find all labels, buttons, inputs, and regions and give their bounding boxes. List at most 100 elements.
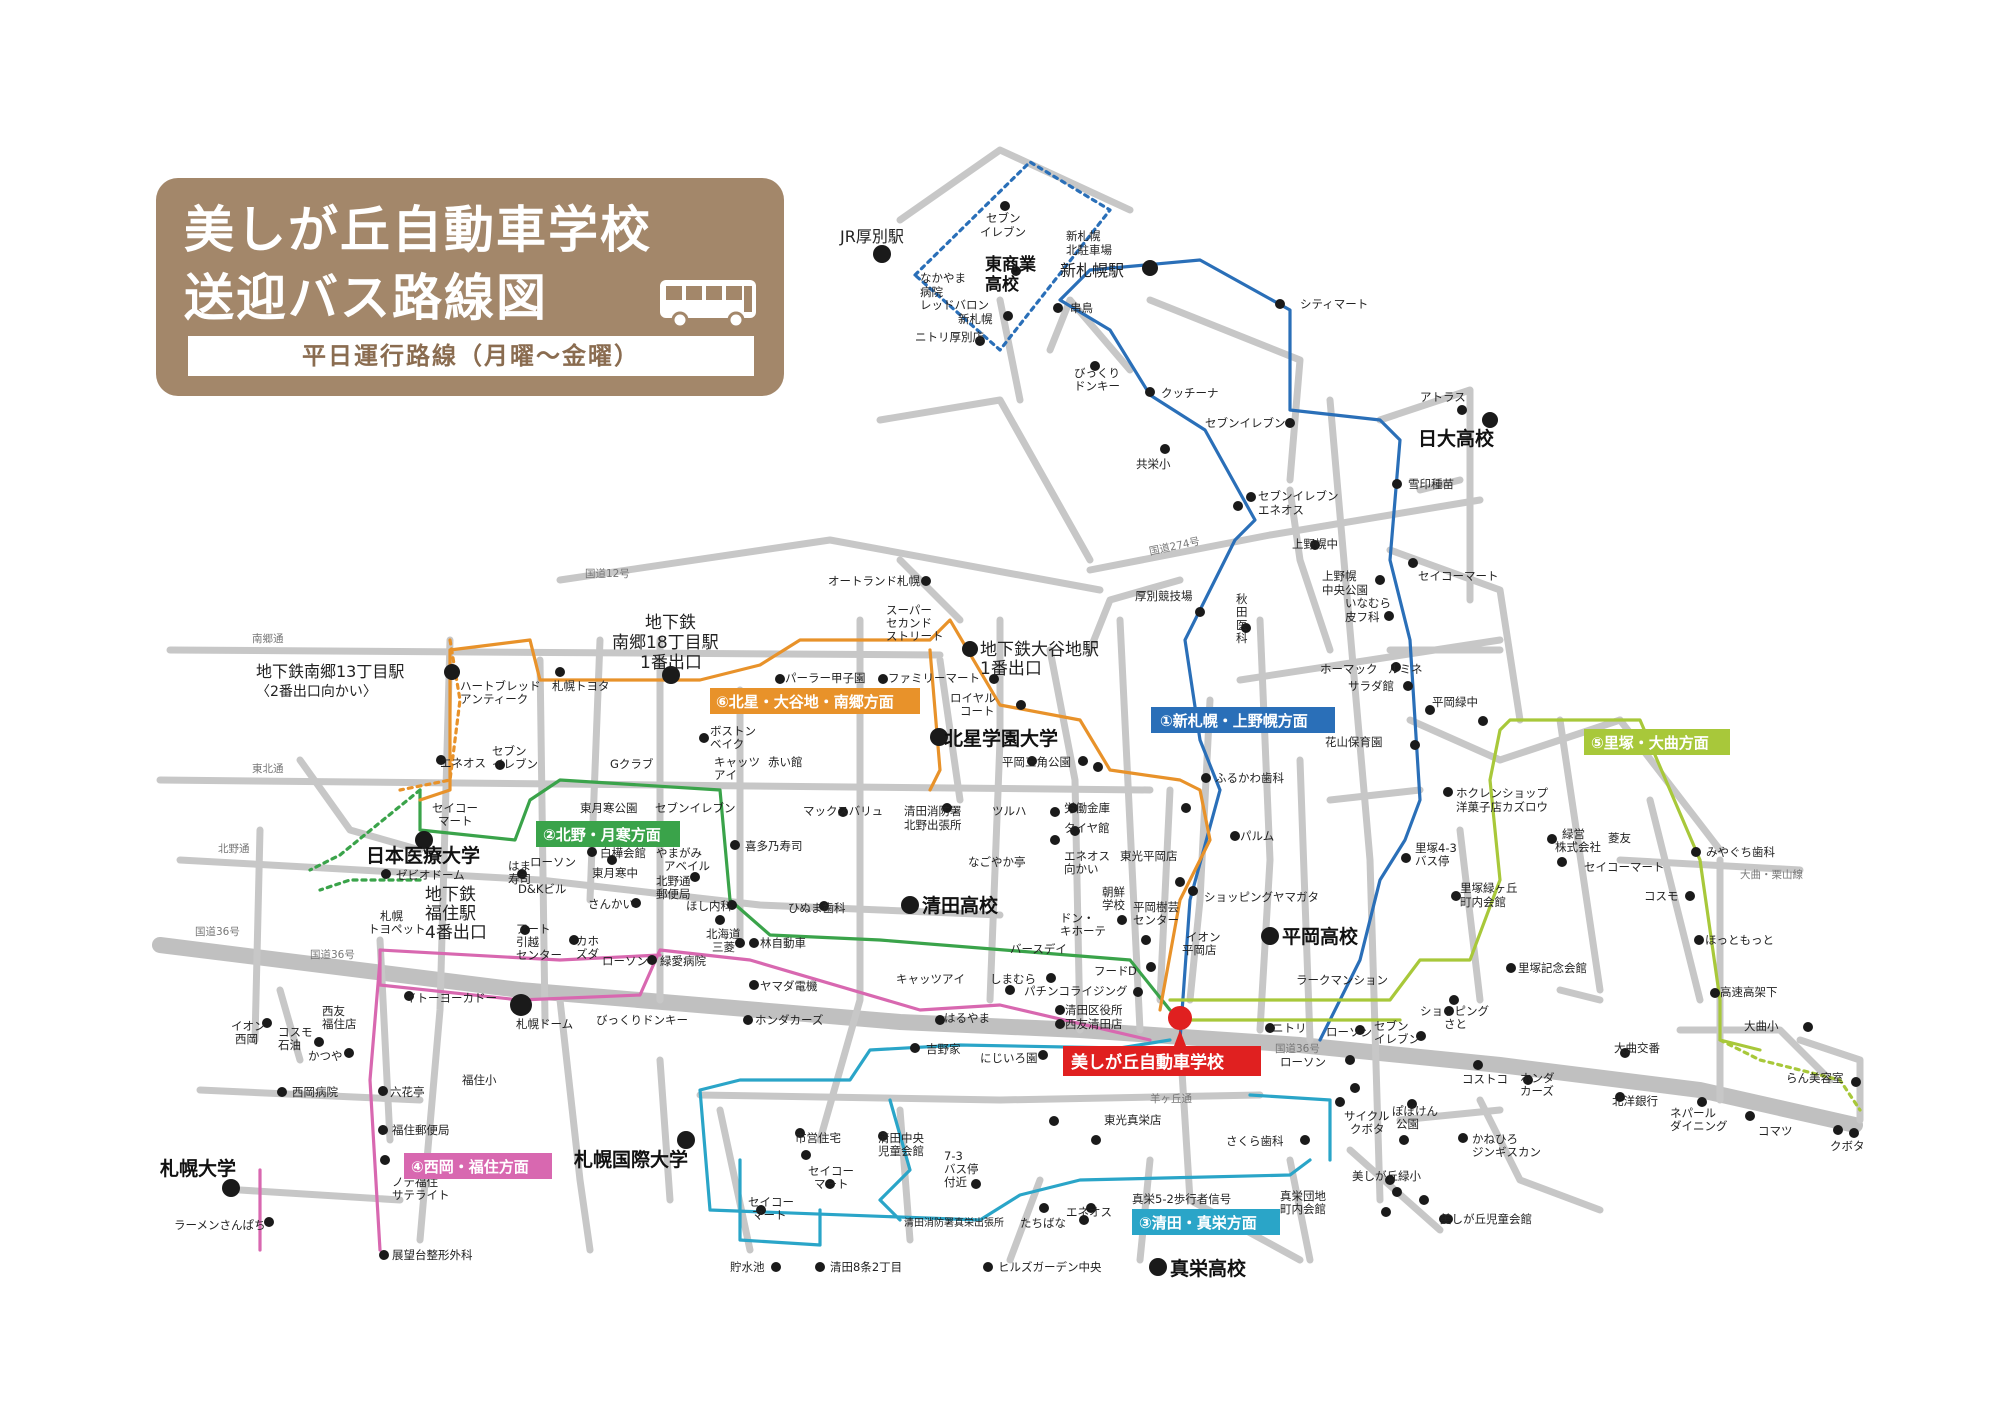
svg-text:大曲小: 大曲小 — [1744, 1019, 1779, 1033]
svg-text:イレブン: イレブン — [980, 225, 1026, 239]
svg-text:福住郵便局: 福住郵便局 — [392, 1123, 450, 1137]
svg-text:石油: 石油 — [278, 1038, 301, 1052]
svg-text:イトーヨーカドー: イトーヨーカドー — [405, 991, 497, 1005]
svg-text:パチンコライジング: パチンコライジング — [1024, 984, 1128, 998]
svg-text:学校: 学校 — [1102, 898, 1125, 912]
svg-text:ほっともっと: ほっともっと — [1705, 933, 1774, 947]
svg-text:町内会館: 町内会館 — [1280, 1202, 1326, 1216]
svg-text:⑥北星・大谷地・南郷方面: ⑥北星・大谷地・南郷方面 — [716, 693, 894, 711]
svg-text:セイコーマート: セイコーマート — [1418, 569, 1499, 583]
svg-text:真栄高校: 真栄高校 — [1170, 1257, 1247, 1280]
school-dot — [1168, 1006, 1192, 1030]
svg-text:真栄5-2歩行者信号: 真栄5-2歩行者信号 — [1132, 1192, 1231, 1206]
svg-text:③清田・真栄方面: ③清田・真栄方面 — [1139, 1214, 1257, 1232]
svg-text:札幌ドーム: 札幌ドーム — [516, 1017, 573, 1031]
svg-text:②北野・月寒方面: ②北野・月寒方面 — [543, 826, 661, 844]
svg-text:清田8条2丁目: 清田8条2丁目 — [830, 1260, 902, 1274]
svg-text:北野出張所: 北野出張所 — [904, 818, 962, 832]
title-line-2: 送迎バス路線図 — [184, 269, 548, 327]
svg-text:東商業: 東商業 — [985, 254, 1036, 275]
school-label-box — [1063, 1046, 1261, 1076]
svg-text:ネパール: ネパール — [1670, 1106, 1716, 1120]
lm-jr-atsubetsu: JR厚別駅 — [839, 227, 904, 246]
svg-text:コート: コート — [960, 704, 995, 718]
road-route12 — [556, 536, 1104, 594]
svg-text:新札幌駅: 新札幌駅 — [1060, 261, 1124, 280]
road-label-hokuya: 北野通 — [218, 843, 250, 855]
svg-text:福住駅: 福住駅 — [425, 904, 476, 924]
svg-text:平岡高校: 平岡高校 — [1282, 925, 1359, 948]
svg-text:セイコー: セイコー — [432, 801, 478, 815]
svg-text:7-3: 7-3 — [944, 1149, 963, 1163]
svg-text:いなむら: いなむら — [1345, 596, 1391, 610]
svg-text:日本医療大学: 日本医療大学 — [366, 844, 480, 867]
svg-text:引越: 引越 — [516, 935, 539, 949]
svg-text:吉野家: 吉野家 — [926, 1042, 961, 1056]
svg-text:ニトリ厚別店: ニトリ厚別店 — [915, 330, 984, 344]
svg-text:ズダ: ズダ — [576, 947, 599, 961]
svg-text:カホ: カホ — [576, 934, 599, 948]
svg-text:キャッツ: キャッツ — [714, 755, 760, 769]
svg-text:平岡三角公園: 平岡三角公園 — [1002, 755, 1071, 769]
svg-text:キホーテ: キホーテ — [1060, 924, 1106, 938]
svg-text:ヤマダ電機: ヤマダ電機 — [760, 979, 818, 993]
svg-text:ジンギスカン: ジンギスカン — [1472, 1145, 1541, 1159]
svg-text:科: 科 — [1236, 631, 1248, 645]
svg-text:はるやま: はるやま — [944, 1011, 990, 1025]
svg-text:アート: アート — [516, 922, 551, 936]
svg-text:高速高架下: 高速高架下 — [1720, 985, 1778, 999]
school-pointer — [1174, 1030, 1186, 1046]
svg-text:カーズ: カーズ — [1520, 1084, 1554, 1098]
svg-text:高校: 高校 — [985, 274, 1020, 295]
svg-text:はま: はま — [508, 859, 531, 873]
svg-text:セブン: セブン — [986, 211, 1021, 225]
road-label-higashikita: 東北通 — [252, 762, 284, 775]
svg-text:パーラー甲子園: パーラー甲子園 — [785, 671, 866, 685]
route-tag-2: ②北野・月寒方面 — [536, 821, 680, 847]
svg-text:ハートブレッド: ハートブレッド — [460, 679, 541, 693]
svg-text:アトラス: アトラス — [1420, 390, 1466, 404]
route-tag-4: ④西岡・福住方面 — [404, 1153, 552, 1179]
svg-text:D&Kビル: D&Kビル — [518, 882, 566, 896]
svg-text:エネオス: エネオス — [1258, 503, 1304, 517]
bus-icon — [660, 280, 756, 329]
school-label: 美しが丘自動車学校 — [1071, 1052, 1225, 1073]
road-label-r36-left: 国道36号 — [195, 925, 240, 938]
svg-text:六花亭: 六花亭 — [390, 1085, 425, 1099]
svg-text:シティマート: シティマート — [1300, 297, 1368, 311]
svg-text:美しが丘緑小: 美しが丘緑小 — [1352, 1169, 1421, 1183]
svg-text:マート: マート — [814, 1177, 849, 1191]
svg-text:白樺会館: 白樺会館 — [600, 846, 646, 860]
svg-text:アイ: アイ — [714, 768, 737, 782]
svg-text:東光真栄店: 東光真栄店 — [1104, 1113, 1162, 1127]
svg-text:ベイク: ベイク — [710, 737, 744, 751]
svg-text:北星学園大学: 北星学園大学 — [944, 727, 1058, 750]
svg-text:付近: 付近 — [944, 1175, 967, 1189]
svg-text:にじいろ園: にじいろ園 — [980, 1051, 1038, 1065]
svg-text:ホンダ: ホンダ — [1520, 1071, 1555, 1085]
svg-text:かつや: かつや — [308, 1049, 343, 1063]
svg-text:タイヤ館: タイヤ館 — [1064, 821, 1110, 835]
svg-text:セイコー: セイコー — [748, 1195, 794, 1209]
svg-text:展望台整形外科: 展望台整形外科 — [392, 1248, 473, 1262]
svg-text:串鳥: 串鳥 — [1070, 301, 1093, 315]
svg-text:かねひろ: かねひろ — [1472, 1132, 1518, 1146]
svg-text:Gクラブ: Gクラブ — [610, 757, 654, 771]
svg-text:上野幌: 上野幌 — [1322, 569, 1357, 583]
svg-text:ファミリーマート: ファミリーマート — [888, 671, 980, 685]
school-marker[interactable]: 美しが丘自動車学校 — [1063, 1006, 1261, 1076]
road-label-r36-mid: 国道36号 — [310, 948, 355, 961]
route-tag-3: ③清田・真栄方面 — [1132, 1209, 1280, 1235]
svg-text:厚別競技場: 厚別競技場 — [1135, 589, 1193, 603]
road-label-omagari: 大曲・栗山線 — [1740, 868, 1803, 881]
landmark-dots — [222, 201, 1861, 1276]
svg-text:市営住宅: 市営住宅 — [795, 1131, 841, 1145]
svg-text:クボタ: クボタ — [1350, 1122, 1385, 1136]
svg-text:西岡病院: 西岡病院 — [292, 1085, 338, 1099]
road-nango — [166, 646, 944, 659]
road-hokuya — [176, 856, 1004, 919]
svg-text:びっくりドンキー: びっくりドンキー — [596, 1013, 688, 1027]
svg-text:セブンイレブン: セブンイレブン — [655, 801, 736, 815]
svg-text:ルミネ: ルミネ — [1388, 662, 1423, 676]
svg-text:清田中央: 清田中央 — [878, 1131, 924, 1145]
